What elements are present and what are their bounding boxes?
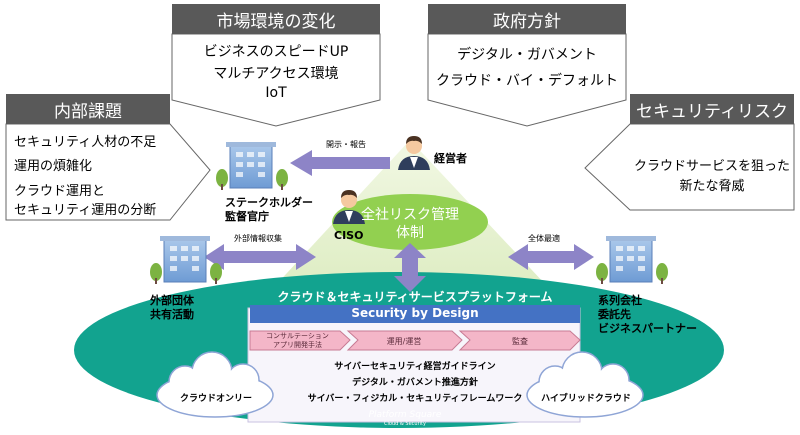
gov-item-digital: デジタル・ガバメント — [457, 47, 597, 63]
external-label-1: 外部団体 — [150, 294, 194, 307]
government-header: 政府方針 — [428, 4, 626, 34]
internal-item-cloud: クラウド運用と — [14, 184, 106, 199]
arrow-disclosure-label: 開示・報告 — [326, 140, 366, 149]
chevron-consult — [249, 330, 351, 351]
affiliates-label-3: ビジネスパートナー — [598, 322, 697, 335]
guideline-1: サイバーセキュリティ経営ガイドライン — [334, 362, 496, 372]
market-item-speed: ビジネスのスピードUP — [203, 44, 349, 60]
platform-inner-panel — [247, 307, 581, 423]
security-banner — [250, 305, 580, 323]
stakeholder-label-2: 監督官庁 — [225, 210, 269, 223]
chevron-audit-label: 監査 — [512, 337, 528, 346]
building-stakeholder-icon — [216, 142, 288, 190]
risk-mgmt-ellipse — [332, 194, 488, 250]
internal-callout — [5, 123, 211, 221]
internal-item-ops: 運用の煩雑化 — [14, 159, 93, 174]
internal-item-split: セキュリティ運用の分断 — [14, 203, 157, 218]
chevron-audit — [458, 330, 581, 351]
stakeholder-label-1: ステークホルダー — [225, 196, 313, 209]
cloud-left-label: クラウドオンリー — [179, 394, 252, 404]
cloud-right-label: ハイブリッドクラウド — [541, 394, 631, 404]
internal-header: 内部課題 — [6, 94, 170, 124]
guideline-2: デジタル・ガバメント推進方針 — [352, 378, 478, 388]
platform-square-logo: Platform Square — [368, 410, 442, 420]
platform-square-tagline: Cloud & Security — [384, 421, 426, 427]
security-banner-label: Security by Design — [351, 306, 479, 320]
risk-mgmt-line-2: 体制 — [396, 225, 424, 241]
ciso-label: CISO — [334, 229, 364, 242]
affiliates-label-1: 系列会社 — [598, 294, 642, 307]
executive-person-icon — [398, 136, 430, 170]
government-callout — [427, 33, 627, 127]
affiliates-label-2: 委託先 — [598, 308, 631, 321]
risk-mgmt-line-1: 全社リスク管理 — [361, 207, 459, 223]
risk-header: セキュリティリスク — [630, 94, 794, 124]
external-label-2: 共有活動 — [150, 308, 194, 321]
chevron-consult-label-1: コンサルテーション — [266, 332, 329, 340]
risk-item-cloud: クラウドサービスを狙った — [633, 159, 790, 174]
risk-callout — [584, 123, 795, 211]
arrow-external-label: 外部情報収集 — [234, 234, 282, 243]
arrow-disclosure — [290, 150, 390, 176]
chevron-ops-label: 運用/運営 — [386, 337, 422, 346]
market-callout — [171, 33, 381, 127]
market-item-multiaccess: マルチアクセス環境 — [213, 66, 339, 82]
building-external-icon — [150, 236, 222, 284]
platform-title: クラウド＆セキュリティサービスプラットフォーム — [277, 290, 553, 304]
building-affiliates-icon — [596, 236, 668, 284]
ciso-person-icon — [333, 190, 365, 224]
chevron-ops — [346, 330, 463, 351]
arrow-overall-label: 全体最適 — [528, 234, 560, 243]
market-header: 市場環境の変化 — [172, 4, 380, 34]
internal-item-staff: セキュリティ人材の不足 — [14, 135, 157, 150]
guideline-3: サイバー・フィジカル・セキュリティフレームワーク — [307, 394, 523, 404]
arrow-overall — [508, 244, 594, 270]
risk-item-threat: 新たな脅威 — [679, 179, 745, 194]
gov-item-cloud-by-default: クラウド・バイ・デフォルト — [436, 73, 618, 89]
arrow-vertical — [394, 243, 426, 292]
arrow-external — [204, 244, 316, 270]
chevron-consult-label-2: アプリ開発手法 — [273, 341, 322, 349]
executive-label: 経営者 — [434, 152, 467, 165]
market-item-iot: IoT — [265, 85, 287, 101]
cloud-right — [526, 351, 644, 418]
cloud-left — [156, 351, 274, 418]
